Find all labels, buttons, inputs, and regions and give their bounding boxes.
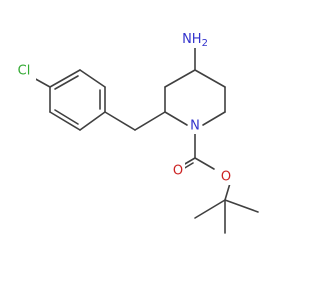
boc-group	[177, 132, 259, 234]
amine-label: NH2	[182, 30, 210, 49]
bond-tbu-me2	[224, 199, 259, 213]
bond-ar5-ar6	[49, 111, 81, 131]
chlorophenyl-ring	[49, 69, 106, 131]
bond-c4-c3a	[194, 69, 226, 88]
bond-n1-c2	[164, 111, 188, 126]
bond-ar3-ar4	[49, 69, 81, 88]
molecule-structure: NH2 Cl N O O	[14, 30, 259, 234]
bond-carbonyl-ester-o	[194, 157, 215, 170]
ring-nitrogen-label: N	[188, 118, 202, 134]
bond-ch2-aryl	[104, 111, 136, 131]
bond-c2a-n1	[202, 111, 226, 126]
benzyl-linker	[104, 111, 166, 131]
ester-oxygen-text: O	[221, 170, 231, 185]
carbonyl-oxygen-text: O	[173, 164, 183, 179]
carbonyl-oxygen-label: O	[171, 163, 185, 179]
bond-ar2-ar3	[79, 69, 106, 88]
bond-ar3-ar4-double	[54, 75, 79, 90]
bond-ar5-ar6-double	[54, 109, 79, 125]
bond-c3-c4	[164, 69, 196, 88]
bond-c2-ch2	[134, 111, 166, 131]
bond-tbu-me3	[194, 199, 226, 219]
chlorine-text: Cl	[18, 64, 31, 79]
ester-oxygen-label: O	[219, 169, 233, 185]
piperidine-ring	[164, 69, 226, 126]
bond-ar6-ar1	[79, 111, 106, 131]
ring-nitrogen-text: N	[190, 119, 200, 134]
chlorine-label: Cl	[14, 62, 36, 80]
amine-text: NH2	[182, 32, 208, 49]
